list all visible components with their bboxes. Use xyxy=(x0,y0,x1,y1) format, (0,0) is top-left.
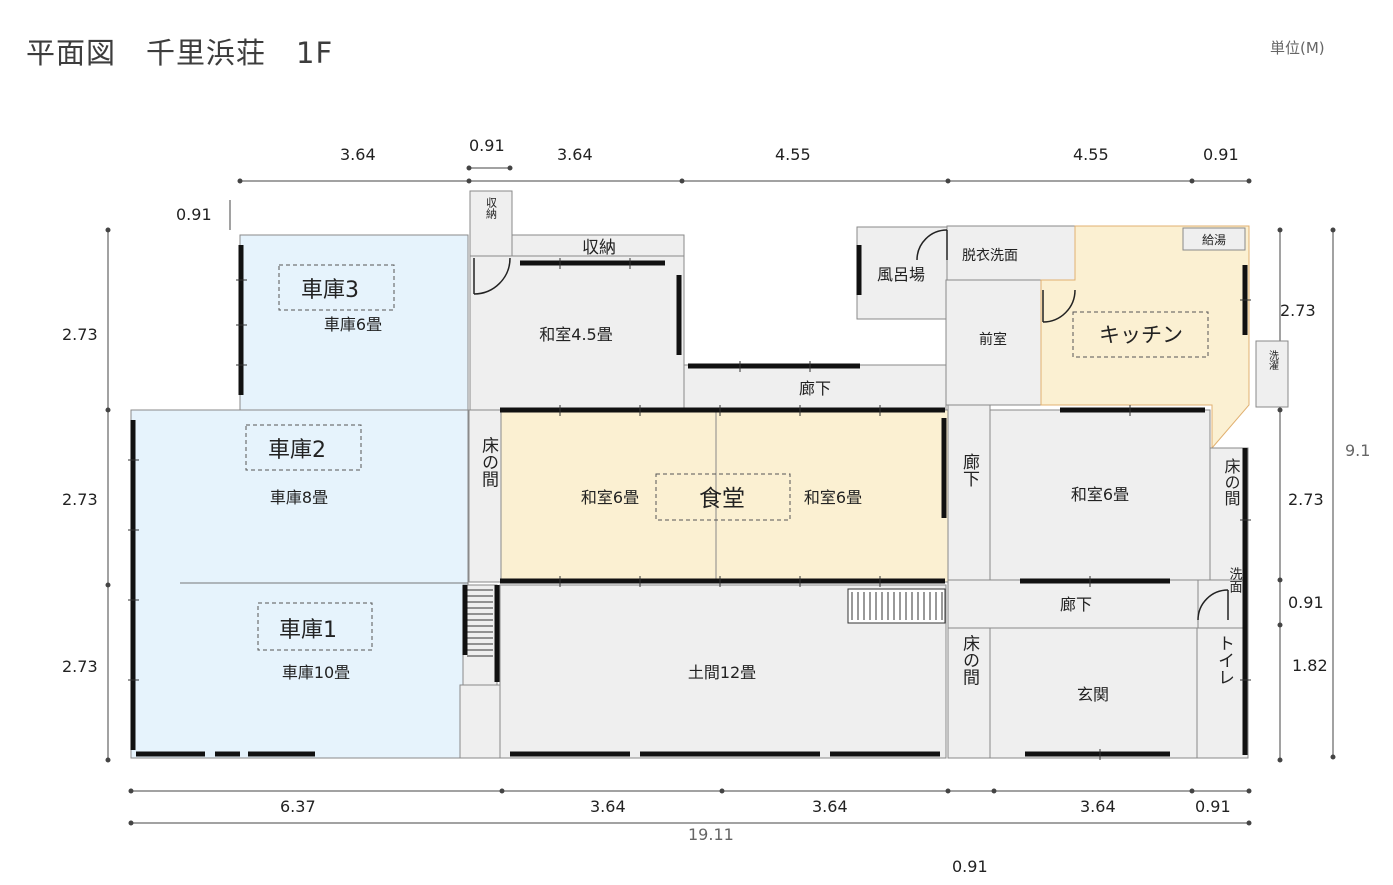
corridor-bottom-area xyxy=(947,579,1199,629)
dim-right-3: 0.91 xyxy=(1288,593,1324,612)
kitchen-name: キッチン xyxy=(1099,323,1183,347)
water-heater-area xyxy=(1182,227,1246,251)
tokonoma-bottom-label: 床の間 xyxy=(959,634,980,686)
dining-area xyxy=(500,409,949,583)
dim-left-2: 2.73 xyxy=(62,490,98,509)
dim-top-1: 3.64 xyxy=(340,145,376,164)
washing-machine-label: 洗濯 xyxy=(1267,350,1279,371)
dim-bottom-5: 0.91 xyxy=(1195,797,1231,816)
window-ticks xyxy=(128,258,1251,760)
dim-right-4: 1.82 xyxy=(1292,656,1328,675)
corridor-bottom-label: 廊下 xyxy=(1060,595,1092,614)
dim-bottom-total: 19.11 xyxy=(688,825,734,844)
garage3-name: 車庫3 xyxy=(301,278,359,303)
dim-right-1: 2.73 xyxy=(1280,301,1316,320)
garage3-area xyxy=(239,234,469,411)
unit-label: 単位(M) xyxy=(1270,39,1325,57)
room-labels: 車庫3 車庫6畳 車庫2 車庫8畳 車庫1 車庫10畳 収納 収納 和室4.5畳… xyxy=(268,197,1279,704)
tokonoma-bottom-area xyxy=(947,627,991,759)
garage2-name: 車庫2 xyxy=(268,438,326,463)
washitsu45-area xyxy=(469,255,685,411)
entrance-area xyxy=(989,627,1198,759)
dressing-label: 脱衣洗面 xyxy=(962,248,1018,264)
dim-bottom-4: 3.64 xyxy=(1080,797,1116,816)
tokonoma-right-area xyxy=(1209,447,1249,581)
dim-left-3: 2.73 xyxy=(62,657,98,676)
dim-right-total: 9.1 xyxy=(1345,441,1371,460)
water-heater-label: 給湯 xyxy=(1202,233,1226,247)
dining-left-room: 和室6畳 xyxy=(581,488,639,507)
entry-step-area xyxy=(459,684,501,759)
dim-bottom-1: 6.37 xyxy=(280,797,316,816)
dim-right-2: 2.73 xyxy=(1288,490,1324,509)
anteroom-label: 前室 xyxy=(979,331,1007,348)
corridor-mid-label: 廊下 xyxy=(959,453,980,487)
corridor-mid-area xyxy=(947,404,991,581)
entrance-label: 玄関 xyxy=(1077,685,1109,704)
dim-bottom-extra: 0.91 xyxy=(952,857,988,876)
washitsu6-right-label: 和室6畳 xyxy=(1071,485,1129,504)
stairs-left-area xyxy=(462,584,498,686)
dim-top-left-offset: 0.91 xyxy=(176,205,212,224)
washitsu6-right-area xyxy=(989,409,1211,581)
label-boxes xyxy=(245,264,1209,651)
dim-top-3: 3.64 xyxy=(557,145,593,164)
stairs-hatching xyxy=(467,589,943,657)
washitsu45-label: 和室4.5畳 xyxy=(539,325,612,344)
dim-top-5: 4.55 xyxy=(1073,145,1109,164)
corridor-top-area xyxy=(683,364,947,411)
kitchen-area xyxy=(1040,225,1250,450)
dim-left-1: 2.73 xyxy=(62,325,98,344)
storage-label: 収納 xyxy=(582,238,616,258)
dimension-lines xyxy=(105,165,1336,826)
garage2-size: 車庫8畳 xyxy=(270,488,328,507)
dining-right-room: 和室6畳 xyxy=(804,488,862,507)
walls xyxy=(130,245,1248,757)
storage-small-label: 収納 xyxy=(485,197,498,220)
room-fills xyxy=(130,190,1289,759)
page-title: 平面図 千里浜荘 1F xyxy=(26,36,334,70)
toilet-area xyxy=(1196,627,1249,759)
toilet-label: トイレ xyxy=(1214,635,1234,686)
corridor-top-label: 廊下 xyxy=(799,379,831,398)
garage3-size: 車庫6畳 xyxy=(324,315,382,334)
tokonoma-right-label: 床の間 xyxy=(1222,458,1241,507)
anteroom-area xyxy=(945,279,1042,406)
washroom-area xyxy=(1197,579,1249,629)
door-swings xyxy=(473,229,1229,621)
dim-bottom-3: 3.64 xyxy=(812,797,848,816)
tokonoma-left-label: 床の間 xyxy=(478,436,499,488)
garage1-name: 車庫1 xyxy=(279,618,337,643)
garage1-size: 車庫10畳 xyxy=(282,663,350,682)
dim-top-4: 4.55 xyxy=(775,145,811,164)
tokonoma-left-area xyxy=(468,409,502,583)
dining-name: 食堂 xyxy=(699,486,745,512)
bath-label: 風呂場 xyxy=(877,265,925,284)
dim-bottom-2: 3.64 xyxy=(590,797,626,816)
washing-machine-area xyxy=(1255,340,1289,408)
dim-top-2: 0.91 xyxy=(469,136,505,155)
washroom-label: 洗面 xyxy=(1227,567,1243,593)
dim-top-6: 0.91 xyxy=(1203,145,1239,164)
doma-label: 土間12畳 xyxy=(688,663,756,682)
